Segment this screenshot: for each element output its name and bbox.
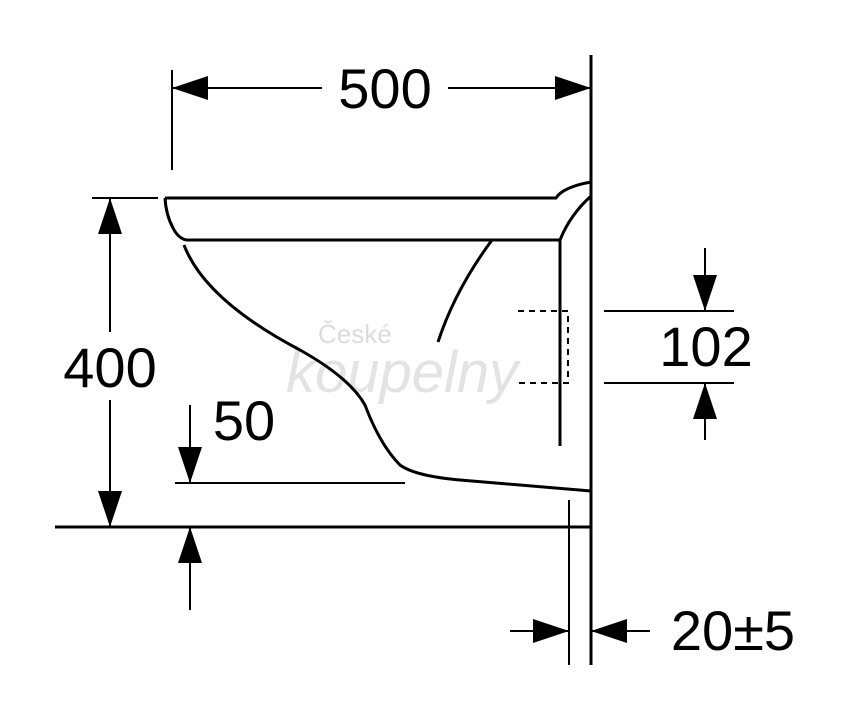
height-label: 400 xyxy=(63,336,156,399)
toilet-outline xyxy=(163,180,593,493)
width-dimension: 500 xyxy=(171,57,591,170)
outlet-arrow-bottom xyxy=(693,383,717,419)
watermark-line1: České xyxy=(318,319,392,349)
watermark: České koupelny xyxy=(286,319,521,405)
height-arrow-bottom xyxy=(98,491,122,527)
gap-label: 20±5 xyxy=(671,599,795,662)
gap-arrow-left xyxy=(533,619,569,643)
rear-slope xyxy=(558,194,593,241)
outlet-label: 102 xyxy=(659,315,752,378)
rim-offset-dimension: 50 xyxy=(175,389,405,610)
outlet-dashed xyxy=(518,310,569,384)
offset-arrow-bottom xyxy=(178,527,202,563)
outlet-arrow-top xyxy=(693,275,717,311)
offset-label: 50 xyxy=(213,389,275,452)
width-arrow-left xyxy=(172,76,208,100)
height-dimension: 400 xyxy=(63,197,158,527)
height-arrow-top xyxy=(98,198,122,234)
bowl-front-curve xyxy=(182,244,592,493)
outlet-dimension: 102 xyxy=(604,248,753,440)
width-label: 500 xyxy=(338,57,431,120)
rim-top xyxy=(165,180,592,200)
watermark-line2: koupelny xyxy=(286,340,521,405)
gap-arrow-right xyxy=(591,619,627,643)
width-arrow-right xyxy=(555,76,591,100)
bowl-inner-line xyxy=(436,239,494,343)
rim-front xyxy=(163,197,187,242)
offset-arrow-top xyxy=(178,447,202,483)
wall-gap-dimension: 20±5 xyxy=(510,599,795,662)
